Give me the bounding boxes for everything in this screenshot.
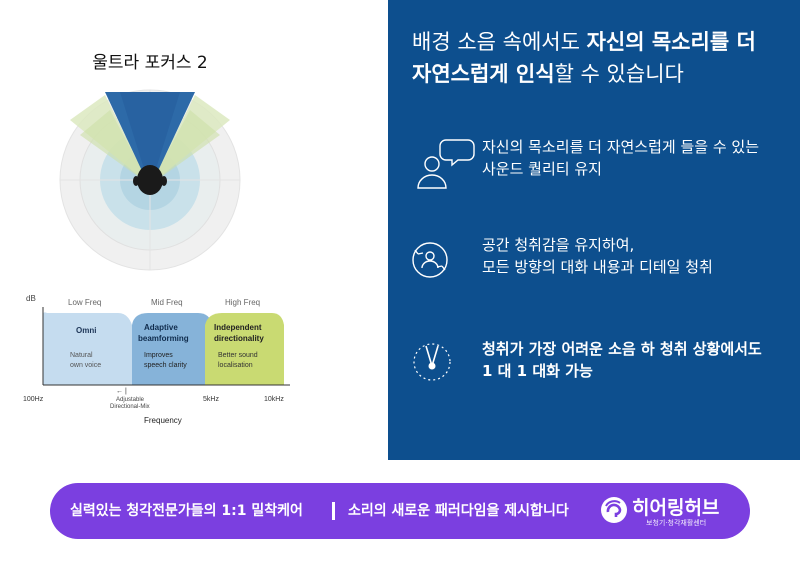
band-desc-high-2: localisation [218, 362, 253, 369]
focus-beam-icon [413, 343, 451, 381]
headline: 배경 소음 속에서도 자신의 목소리를 더 자연스럽게 인식할 수 있습니다 [412, 30, 756, 86]
band-label-mid: Mid Freq [151, 298, 183, 307]
footer-text-left: 실력있는 청각전문가들의 1:1 밀착케어 [70, 503, 303, 519]
band-desc-low-2: own voice [70, 362, 101, 369]
user-speech-icon [417, 139, 475, 189]
footer-banner: 실력있는 청각전문가들의 1:1 밀착케어 소리의 새로운 패러다임을 제시합니… [50, 483, 750, 539]
feature-item-one-on-one: 청취가 가장 어려운 소음 하 청취 상황에서도 1 대 1 대화 가능 [412, 338, 792, 394]
band-mode-mid-1: Adaptive [144, 323, 178, 332]
band-desc-high-1: Better sound [218, 352, 258, 359]
feature-item-spatial: 공간 청취감을 유지하여, 모든 방향의 대화 내용과 디테일 청취 [412, 234, 792, 290]
x-tick-5khz: 5kHz [203, 396, 219, 403]
spatial-orientation-icon [412, 242, 448, 278]
footer-text-right: 소리의 새로운 패러다임을 제시합니다 [348, 503, 569, 519]
band-mode-mid-2: beamforming [138, 334, 189, 343]
product-illustration-panel: 울트라 포커스 2 dB Low Freq Mid Freq High Freq… [0, 0, 388, 460]
svg-text:← |: ← | [116, 388, 127, 395]
band-label-low: Low Freq [68, 298, 101, 307]
product-title: 울트라 포커스 2 [92, 53, 208, 73]
brand-logo[interactable]: 히어링허브 보청기·청각재활센터 [600, 491, 750, 531]
band-desc-mid-1: Improves [144, 352, 173, 359]
adjustable-label-2: Directional-Mix [110, 404, 150, 410]
x-axis-label: Frequency [144, 416, 182, 425]
benefits-panel: 배경 소음 속에서도 자신의 목소리를 더 자연스럽게 인식할 수 있습니다 자… [388, 0, 800, 460]
band-mode-high-2: directionality [214, 334, 264, 343]
brand-subtitle: 보청기·청각재활센터 [646, 519, 707, 527]
x-tick-10khz: 10kHz [264, 396, 284, 403]
directional-polar-diagram [59, 89, 241, 271]
frequency-band-chart: dB Low Freq Mid Freq High Freq Omni Adap… [23, 294, 290, 425]
feature-item-own-voice: 자신의 목소리를 더 자연스럽게 들을 수 있는 사운드 퀄리티 유지 [412, 136, 792, 192]
band-desc-low-1: Natural [70, 352, 93, 359]
adjustable-label-1: Adjustable [116, 397, 145, 403]
band-desc-mid-2: speech clarity [144, 362, 187, 369]
x-tick-100hz: 100Hz [23, 396, 44, 403]
footer-divider [332, 502, 335, 520]
band-label-high: High Freq [225, 298, 260, 307]
band-mode-high-1: Independent [214, 323, 262, 332]
band-mode-low: Omni [76, 326, 96, 335]
head-icon [137, 165, 163, 195]
brand-name: 히어링허브 [632, 497, 720, 519]
hearinghub-logo-icon [601, 497, 627, 523]
y-axis-label: dB [26, 294, 36, 303]
